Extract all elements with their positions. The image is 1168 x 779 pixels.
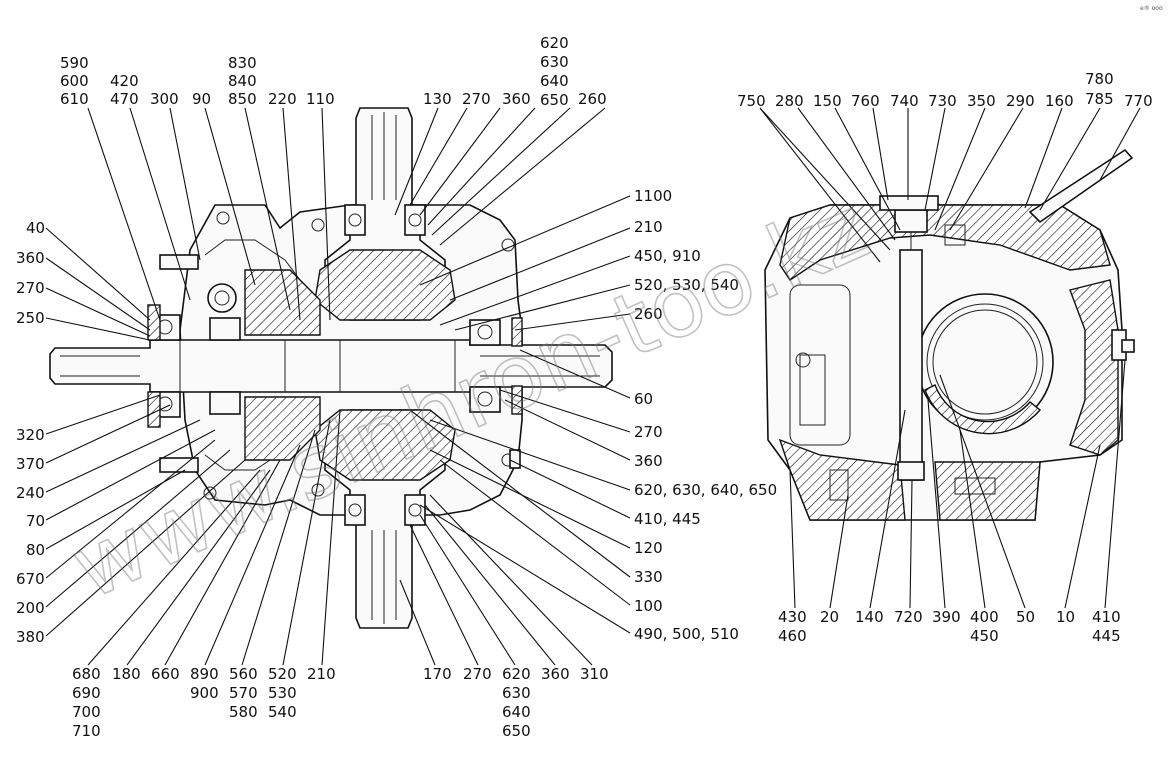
callout-220: 220: [268, 90, 297, 108]
callout-180: 180: [112, 665, 141, 683]
callout-130: 130: [423, 90, 452, 108]
callout-750: 750: [737, 92, 766, 110]
callout-60: 60: [634, 390, 653, 408]
callout-490-500-510: 490, 500, 510: [634, 625, 739, 643]
callout-520-530-540: 520, 530, 540: [634, 276, 739, 294]
callout-270-top: 270: [462, 90, 491, 108]
bevel-gear-left-bottom: [244, 396, 321, 461]
callout-370: 370: [16, 455, 45, 473]
callout-40: 40: [26, 219, 45, 237]
callout-450-910: 450, 910: [634, 247, 701, 265]
callout-240: 240: [16, 484, 45, 502]
callout-270-right: 270: [634, 423, 663, 441]
callout-620-630-640-650: 620, 630, 640, 650: [634, 481, 777, 499]
corner-mark: e® ooo: [1140, 5, 1163, 12]
callout-150: 150: [813, 92, 842, 110]
callout-360-top: 360: [502, 90, 531, 108]
callout-320: 320: [16, 426, 45, 444]
callout-360-left: 360: [16, 249, 45, 267]
callout-300: 300: [150, 90, 179, 108]
callout-760: 760: [851, 92, 880, 110]
callout-170: 170: [423, 665, 452, 683]
bevel-gear-bottom: [314, 409, 456, 481]
callout-350: 350: [967, 92, 996, 110]
callout-410-445-left: 410, 445: [634, 510, 701, 528]
callout-10: 10: [1056, 608, 1075, 626]
callout-670: 670: [16, 570, 45, 588]
left-view-labels: 590 600 610 420 470 300 90 830 840 850 2…: [16, 34, 777, 740]
callout-720: 720: [894, 608, 923, 626]
vertical-rod: [899, 249, 923, 481]
callout-420: 420 470: [110, 72, 143, 108]
callout-380: 380: [16, 628, 45, 646]
callout-160: 160: [1045, 92, 1074, 110]
callout-120: 120: [634, 539, 663, 557]
right-view-labels: 750 280 150 760 740 730 350 290 160 780 …: [737, 70, 1153, 645]
callout-310: 310: [580, 665, 609, 683]
callout-620-bottom: 620 630 640 650: [502, 665, 535, 740]
callout-730: 730: [928, 92, 957, 110]
callout-740: 740: [890, 92, 919, 110]
callout-90: 90: [192, 90, 211, 108]
callout-360-bottom: 360: [541, 665, 570, 683]
callout-330: 330: [634, 568, 663, 586]
callout-270-bottom: 270: [463, 665, 492, 683]
lever-arm: [1028, 148, 1134, 224]
callout-110: 110: [306, 90, 335, 108]
callout-290: 290: [1006, 92, 1035, 110]
bevel-gear-left-top: [244, 269, 321, 336]
callout-830: 830 840 850: [228, 54, 261, 108]
callout-50: 50: [1016, 608, 1035, 626]
callout-520-bottom: 520 530 540: [268, 665, 301, 721]
end-housing-bottom-right: [934, 461, 1041, 521]
end-housing-wall-right: [1069, 279, 1119, 456]
bevel-gear-top: [314, 249, 456, 321]
callout-400: 400 450: [970, 608, 1003, 645]
callout-780: 780 785: [1085, 70, 1118, 108]
callout-280: 280: [775, 92, 804, 110]
callout-590: 590 600 610: [60, 54, 93, 108]
callout-430: 430 460: [778, 608, 811, 645]
callout-890: 890 900: [190, 665, 223, 702]
callout-100: 100: [634, 597, 663, 615]
callout-390: 390: [932, 608, 961, 626]
callout-200: 200: [16, 599, 45, 617]
callout-20: 20: [820, 608, 839, 626]
callout-620-top: 620 630 640 650: [540, 34, 573, 109]
callout-140: 140: [855, 608, 884, 626]
callout-260-top: 260: [578, 90, 607, 108]
callout-1100: 1100: [634, 187, 672, 205]
callout-270-left: 270: [16, 279, 45, 297]
callout-770: 770: [1124, 92, 1153, 110]
callout-660: 660: [151, 665, 180, 683]
leader-lines: [45, 107, 1141, 666]
callout-210-right: 210: [634, 218, 663, 236]
left-section-view: [49, 107, 613, 629]
callout-410-445-right: 410 445: [1092, 608, 1125, 645]
callout-210-bottom: 210: [307, 665, 336, 683]
callout-80: 80: [26, 541, 45, 559]
callout-250: 250: [16, 309, 45, 327]
callout-70: 70: [26, 512, 45, 530]
callout-560: 560 570 580: [229, 665, 262, 721]
callout-260-right: 260: [634, 305, 663, 323]
callout-360-right: 360: [634, 452, 663, 470]
callout-680: 680 690 700 710: [72, 665, 105, 740]
